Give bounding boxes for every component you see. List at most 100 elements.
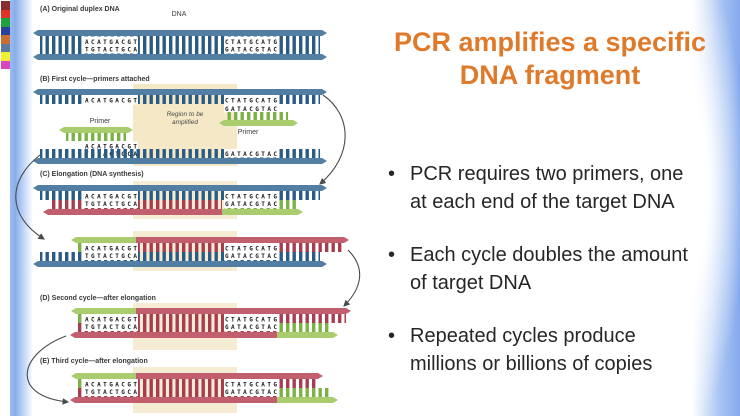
sequence-text: GATACGTAC	[225, 253, 277, 260]
bullet-list: • PCR requires two primers, one at each …	[388, 160, 724, 403]
primer-backbone	[222, 209, 303, 215]
palette-swatch	[1, 52, 10, 61]
primer-backbone	[277, 332, 338, 338]
section-a-label: (A) Original duplex DNA	[40, 6, 120, 13]
sequence-text: GATACGTAC	[225, 47, 277, 54]
arrow-b-to-c	[319, 94, 346, 185]
right-edge-gradient	[692, 0, 740, 416]
palette-swatch	[1, 9, 10, 18]
primer-teeth	[226, 112, 288, 120]
new-strand-backbone	[43, 209, 222, 215]
sequence-text: ACATGACGT	[85, 98, 137, 105]
sequence-bg	[224, 104, 278, 113]
new-strand-backbone	[70, 332, 277, 338]
sequence-text: ACATGACGT	[85, 39, 137, 46]
bullet-marker: •	[388, 325, 396, 347]
bullet-line: at each end of the target DNA	[410, 191, 675, 213]
sequence-text: CTATGCATG	[225, 382, 277, 389]
dna-strand-teeth	[40, 36, 320, 45]
color-palette	[1, 1, 10, 78]
dna-strand-teeth	[40, 191, 320, 200]
primer-label: Primer	[90, 118, 111, 125]
region-label: amplified	[172, 119, 198, 126]
sequence-bg	[84, 95, 138, 105]
sequence-text: ACATGACGT	[85, 317, 137, 324]
sequence-bg	[84, 243, 138, 260]
bullet-text: PCR requires two primers, one at each en…	[410, 160, 683, 216]
sequence-bg	[84, 314, 138, 331]
bullet-line: of target DNA	[410, 272, 532, 294]
dna-strand-teeth	[40, 149, 320, 158]
sequence-bg	[224, 314, 278, 331]
section-d: (D) Second cycle—after elongation ACATGA…	[40, 295, 351, 338]
sequence-text: GATACGTAC	[225, 151, 277, 158]
dna-strand-backbone	[33, 185, 327, 191]
title-line-2: DNA fragment	[459, 59, 641, 90]
sequence-bg	[224, 36, 278, 54]
new-strand-teeth	[77, 323, 277, 332]
section-b-label: (B) First cycle—primers attached	[40, 76, 150, 83]
arrow-d-to-e	[26, 335, 70, 405]
sequence-bg	[224, 95, 278, 105]
sequence-text: CTATGCATG	[225, 98, 277, 105]
bullet-item: • PCR requires two primers, one at each …	[388, 160, 724, 216]
sequence-text: TGTACTGCA	[85, 253, 137, 260]
sequence-text: TGTACTGCA	[85, 201, 137, 208]
sequence-bg	[84, 379, 138, 396]
sequence-text: ACATGACGT	[85, 144, 137, 151]
new-strand-backbone	[136, 373, 323, 379]
palette-swatch	[1, 60, 10, 69]
dna-strand-backbone	[33, 158, 327, 164]
sequence-text: CTATGCATG	[225, 194, 277, 201]
arrow-b-to-c-left	[15, 154, 45, 240]
sequence-text: TGTACTGCA	[85, 389, 137, 396]
new-strand-teeth	[77, 388, 277, 397]
cycle-arrows	[15, 94, 361, 405]
sequence-text: ACATGACGT	[85, 246, 137, 253]
pcr-diagram: (A) Original duplex DNA DNA ACATGACGT TG…	[15, 6, 361, 413]
section-e: (E) Third cycle—after elongation ACATGAC…	[40, 358, 338, 403]
left-edge-gradient	[10, 0, 33, 416]
sequence-text: GATACGTAC	[225, 106, 277, 113]
primer-teeth	[277, 323, 331, 332]
sequence-text: CTATGCATG	[225, 246, 277, 253]
primer-backbone	[71, 308, 136, 314]
bullet-item: • Each cycle doubles the amount of targe…	[388, 241, 724, 297]
new-strand-backbone	[70, 397, 277, 403]
primer-backbone	[219, 120, 298, 126]
bullet-line: PCR requires two primers, one	[410, 163, 684, 185]
sequence-text: ACATGACGT	[85, 194, 137, 201]
bullet-text: Each cycle doubles the amount of target …	[410, 241, 688, 297]
palette-swatch	[1, 43, 10, 52]
primer-backbone	[277, 397, 338, 403]
palette-swatch	[1, 35, 10, 44]
dna-strand-backbone	[33, 89, 327, 95]
palette-swatch	[1, 1, 10, 10]
arrow-c-to-d	[343, 249, 361, 307]
sequence-text: CTATGCATG	[225, 317, 277, 324]
sequence-text: GATACGTAC	[225, 201, 277, 208]
section-a: (A) Original duplex DNA DNA ACATGACGT TG…	[33, 6, 327, 60]
sequence-bg	[224, 191, 278, 208]
sequence-bg	[224, 149, 278, 158]
primer-teeth	[66, 133, 126, 141]
bullet-line: Repeated cycles produce	[410, 325, 636, 347]
sequence-text: ACATGACGT	[85, 382, 137, 389]
sequence-text: GATACGTAC	[225, 324, 277, 331]
dna-strand-teeth	[40, 95, 320, 104]
section-e-label: (E) Third cycle—after elongation	[40, 358, 148, 365]
sequence-text: GATACGTAC	[225, 389, 277, 396]
bullet-marker: •	[388, 244, 396, 266]
primer-backbone	[59, 127, 133, 133]
sequence-bg	[224, 379, 278, 396]
slide-title: PCR amplifies a specific DNA fragment	[380, 26, 720, 92]
bullet-item: • Repeated cycles produce millions or bi…	[388, 322, 724, 378]
primer-backbone	[71, 237, 136, 243]
sequence-text: TGTACTGCA	[85, 47, 137, 54]
primer-backbone	[71, 373, 136, 379]
sequence-bg	[84, 191, 138, 208]
sequence-text: CTATGCATG	[225, 39, 277, 46]
sequence-bg	[224, 243, 278, 260]
primer-label: Primer	[238, 129, 259, 136]
new-strand-backbone	[136, 237, 349, 243]
